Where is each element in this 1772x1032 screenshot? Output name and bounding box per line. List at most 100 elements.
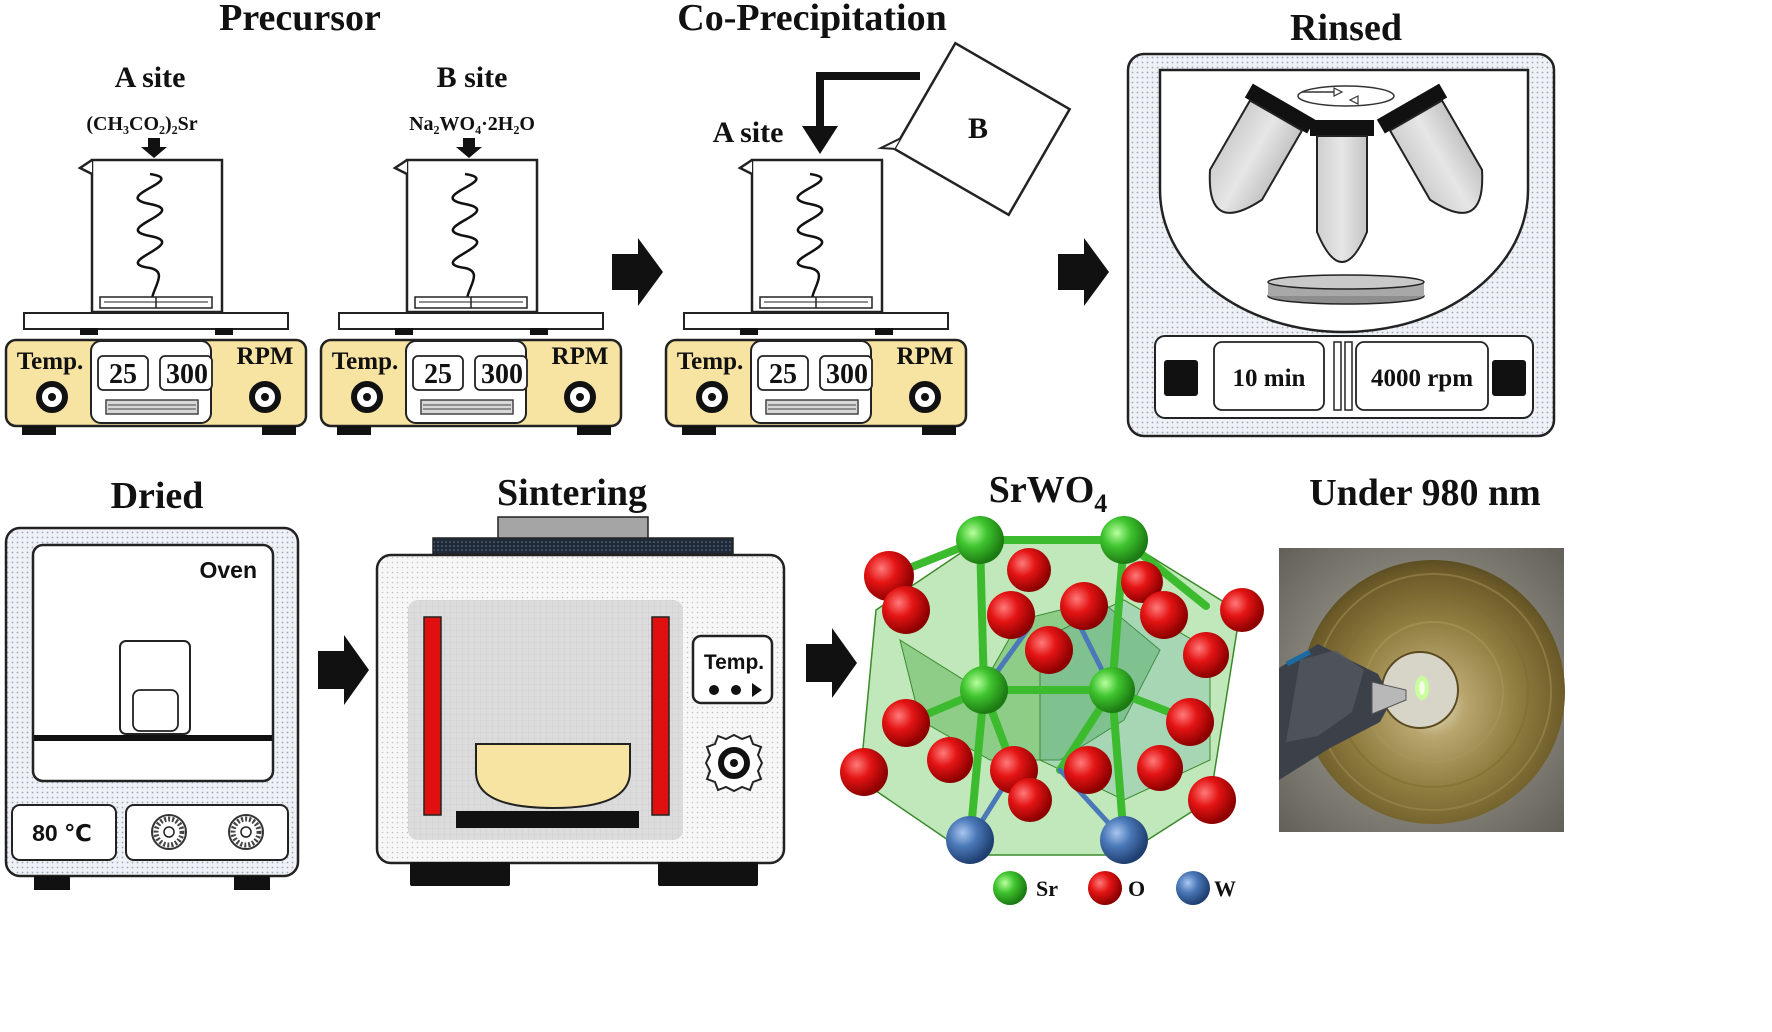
furnace-temp-label: Temp. [704,651,764,674]
tungsten-atom [1100,816,1148,864]
temp-label: Temp. [17,348,83,375]
centrifuge-tube-left [1208,83,1316,214]
rpm-label: RPM [552,343,609,370]
rpm-value: 300 [166,359,208,390]
centrifuge: 10 min 4000 rpm [1126,52,1556,438]
crystal-structure [840,516,1264,864]
oxygen-atom [1064,746,1112,794]
legend-label-w: W [1214,876,1236,901]
rotation-icon [1297,85,1395,107]
oxygen-atom [1188,776,1236,824]
heater-right [651,616,670,816]
stirrer-2: Temp. RPM 25 300 [319,138,623,435]
title-dried: Dried [111,475,204,517]
oxygen-atom [927,737,973,783]
oxygen-atom [1137,745,1183,791]
oven: Oven 80 ℃ [4,526,300,890]
oxygen-atom [1166,698,1214,746]
centrifuge-left-button[interactable] [1164,360,1198,396]
oxygen-atom [1007,548,1051,592]
tungsten-atom [946,816,994,864]
legend-swatch-sr [993,871,1027,905]
strontium-atom [1100,516,1148,564]
strontium-atom [960,666,1008,714]
oxygen-atom [1025,626,1073,674]
rpm-value: 300 [826,359,868,390]
stir-vortex [136,172,164,304]
oxygen-atom [1060,582,1108,630]
legend-swatch-w [1176,871,1210,905]
strontium-atom [1089,667,1135,713]
beaker [392,158,539,314]
furnace-knob[interactable] [704,733,764,793]
title-rinsed: Rinsed [1290,7,1402,49]
arrow-down-icon [456,138,482,158]
oxygen-atom [987,591,1035,639]
chem-a-site: (CH₃CO₂)₂Sr [86,113,197,135]
legend-label-sr: Sr [1036,876,1058,901]
temp-value: 25 [769,359,797,390]
beaker [77,158,224,314]
sample-boat [475,743,631,810]
process-arrow-icon [1058,238,1109,306]
centrifuge-right-button[interactable] [1492,360,1526,396]
process-arrow-icon [806,628,857,698]
heater-left [423,616,442,816]
legend-swatch-o [1088,871,1122,905]
pour-arrow-icon [802,126,838,154]
sample-photo [1279,548,1565,832]
pour-arrow-line [816,72,920,132]
hotplate-top [683,312,949,330]
label-co-a-site: A site [713,116,784,149]
legend: Sr O W [993,871,1236,905]
stir-vortex [796,172,824,304]
rpm-label: RPM [237,343,294,370]
centrifuge-tube-center [1310,120,1374,263]
process-arrow-icon [612,238,663,306]
oxygen-atom [1121,561,1163,603]
stirrer-3: Temp. RPM 25 300 [664,158,968,435]
process-arrow-icon [318,635,369,705]
legend-label-o: O [1128,876,1145,901]
temp-value: 25 [424,359,452,390]
centrifuge-speed: 4000 rpm [1371,365,1473,392]
oven-temperature: 80 ℃ [32,820,92,846]
temp-label: Temp. [332,348,398,375]
oxygen-atom [1008,778,1052,822]
oxygen-atom [1140,591,1188,639]
title-precursor: Precursor [219,0,381,39]
stirrer-1: Temp. RPM 25 300 [4,138,308,435]
label-b: B [968,112,988,145]
oxygen-atom [882,586,930,634]
centrifuge-time: 10 min [1233,365,1306,392]
oxygen-atom [840,748,888,796]
hotplate-top [23,312,289,330]
strontium-atom [956,516,1004,564]
rpm-value: 300 [481,359,523,390]
temp-label: Temp. [677,348,743,375]
arrow-down-icon [141,138,167,158]
beaker-b [877,41,1072,217]
stir-vortex [451,172,479,304]
furnace: Temp. [375,516,786,886]
rpm-label: RPM [897,343,954,370]
oven-knob-right[interactable] [228,814,264,850]
title-under-980nm: Under 980 nm [1309,472,1541,514]
oxygen-atom [1220,588,1264,632]
oven-shelf [34,735,272,741]
oven-label: Oven [199,557,257,583]
beaker [737,158,884,314]
title-product: SrWO4 [989,469,1108,518]
oxygen-atom [1183,632,1229,678]
chem-b-site: Na₂WO₄·2H₂O [409,113,535,135]
label-a-site: A site [115,61,186,94]
centrifuge-tube-right [1376,83,1484,214]
title-co-precipitation: Co-Precipitation [677,0,946,39]
title-sintering: Sintering [497,472,647,514]
oxygen-atom [882,699,930,747]
oven-knob-left[interactable] [151,814,187,850]
temp-value: 25 [109,359,137,390]
label-b-site: B site [437,61,508,94]
hotplate-top [338,312,604,330]
